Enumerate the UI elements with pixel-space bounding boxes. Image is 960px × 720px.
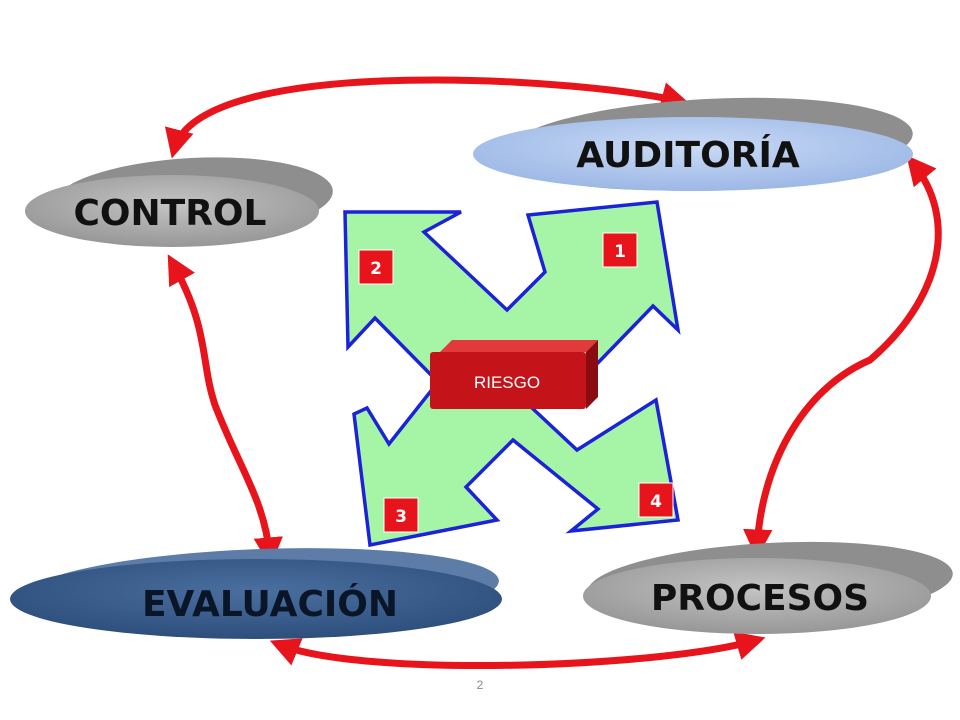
riesgo-label: RIESGO bbox=[474, 373, 540, 392]
procesos-label: PROCESOS bbox=[651, 578, 869, 619]
connector-control-evaluacion bbox=[167, 254, 283, 567]
control-label: CONTROL bbox=[74, 193, 267, 234]
riesgo-box: RIESGO bbox=[430, 340, 598, 409]
badge-3: 3 bbox=[383, 497, 419, 533]
node-procesos: PROCESOS bbox=[583, 541, 953, 634]
badge-4: 4 bbox=[638, 482, 674, 518]
connector-evaluacion-procesos bbox=[269, 631, 766, 670]
connector-control-auditoria bbox=[165, 76, 691, 159]
node-control: CONTROL bbox=[25, 157, 333, 247]
svg-text:2: 2 bbox=[370, 259, 382, 279]
badge-1: 1 bbox=[602, 232, 638, 268]
svg-text:4: 4 bbox=[650, 492, 662, 512]
svg-text:1: 1 bbox=[614, 242, 626, 262]
node-auditoria: AUDITORÍA bbox=[473, 97, 913, 191]
node-evaluacion: EVALUACIÓN bbox=[10, 548, 502, 639]
evaluacion-label: EVALUACIÓN bbox=[142, 583, 398, 625]
connectors bbox=[165, 76, 942, 670]
svg-text:3: 3 bbox=[395, 507, 407, 527]
connector-auditoria-procesos bbox=[743, 155, 942, 559]
page-number: 2 bbox=[476, 678, 484, 692]
badge-2: 2 bbox=[358, 249, 394, 285]
auditoria-label: AUDITORÍA bbox=[576, 134, 800, 176]
